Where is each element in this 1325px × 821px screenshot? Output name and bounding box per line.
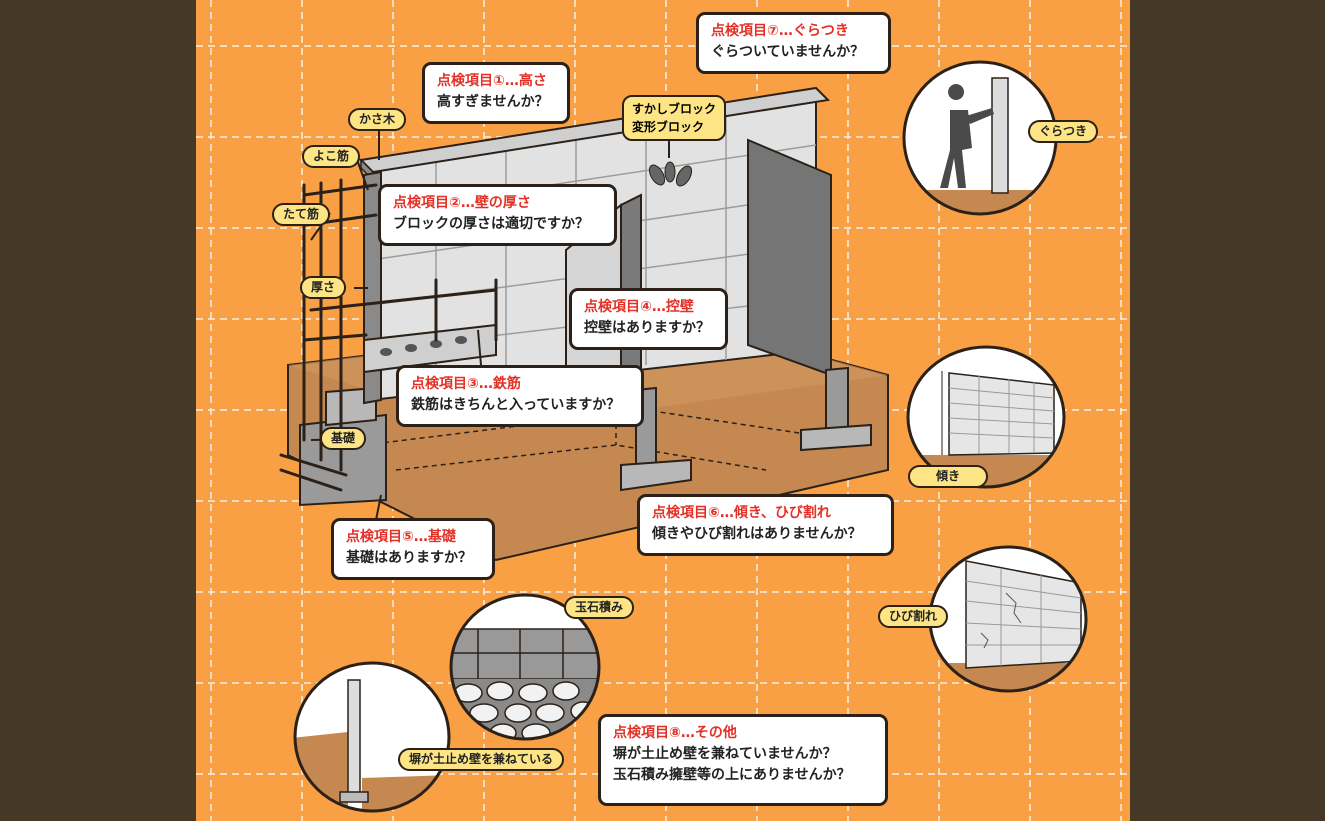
- label-tamaishi: 玉石積み: [564, 596, 635, 619]
- label-atsusa: 厚さ: [300, 276, 347, 299]
- circle-tamaishi: [449, 593, 601, 741]
- check-item-3-title: 点検項目③…鉄筋: [411, 376, 521, 392]
- check-item-7-title: 点検項目⑦…ぐらつき: [711, 23, 849, 39]
- label-hibiware: ひび割れ: [878, 605, 949, 628]
- check-item-1-bubble: 点検項目①…高さ 高すぎませんか？: [422, 62, 570, 124]
- check-item-6-question: 傾きやひび割れはありませんか？: [652, 526, 862, 542]
- check-item-3-question: 鉄筋はきちんと入っていますか？: [411, 397, 621, 413]
- label-kiso: 基礎: [320, 427, 367, 450]
- check-item-7-question: ぐらついていませんか？: [711, 44, 865, 60]
- check-item-8-question-1: 塀が土止め壁を兼ねていませんか？: [613, 746, 837, 762]
- check-item-4-question: 控壁はありますか？: [584, 320, 710, 336]
- check-item-1-question: 高すぎませんか？: [437, 94, 549, 110]
- check-item-1-title: 点検項目①…高さ: [437, 73, 547, 89]
- label-sukashi-block: すかしブロック 変形ブロック: [622, 95, 727, 141]
- check-item-5-title: 点検項目⑤…基礎: [346, 529, 456, 545]
- label-sukashi-line-2: 変形ブロック: [632, 120, 705, 134]
- check-item-8-title: 点検項目⑧…その他: [613, 725, 737, 741]
- label-dodome: 塀が土止め壁を兼ねている: [398, 748, 565, 771]
- illustration-panel: 点検項目①…高さ 高すぎませんか？ 点検項目②…壁の厚さ ブロックの厚さは適切で…: [196, 0, 1130, 821]
- label-katamuki: 傾き: [908, 465, 989, 488]
- check-item-4-title: 点検項目④…控壁: [584, 299, 694, 315]
- check-item-6-title: 点検項目⑥…傾き、ひび割れ: [652, 505, 831, 521]
- label-yokokin: よこ筋: [302, 145, 361, 168]
- label-kasagi: かさ木: [348, 108, 407, 131]
- check-item-5-question: 基礎はありますか？: [346, 550, 472, 566]
- check-item-7-bubble: 点検項目⑦…ぐらつき ぐらついていませんか？: [696, 12, 891, 74]
- circle-dodome: [293, 661, 451, 813]
- check-item-8-bubble: 点検項目⑧…その他 塀が土止め壁を兼ねていませんか？ 玉石積み擁壁等の上にありま…: [598, 714, 888, 806]
- circle-guratsuki: [902, 60, 1058, 216]
- label-sukashi-line-1: すかしブロック: [632, 102, 717, 116]
- check-item-2-bubble: 点検項目②…壁の厚さ ブロックの厚さは適切ですか？: [378, 184, 617, 246]
- check-item-4-bubble: 点検項目④…控壁 控壁はありますか？: [569, 288, 728, 350]
- check-item-5-bubble: 点検項目⑤…基礎 基礎はありますか？: [331, 518, 495, 580]
- label-tatekin: たて筋: [272, 203, 331, 226]
- check-item-3-bubble: 点検項目③…鉄筋 鉄筋はきちんと入っていますか？: [396, 365, 644, 427]
- check-item-8-question-2: 玉石積み擁壁等の上にありませんか？: [613, 767, 851, 783]
- circle-hibiware: [928, 545, 1088, 693]
- check-item-6-bubble: 点検項目⑥…傾き、ひび割れ 傾きやひび割れはありませんか？: [637, 494, 894, 556]
- label-guratsuki: ぐらつき: [1028, 120, 1099, 143]
- check-item-2-title: 点検項目②…壁の厚さ: [393, 195, 531, 211]
- check-item-2-question: ブロックの厚さは適切ですか？: [393, 216, 589, 232]
